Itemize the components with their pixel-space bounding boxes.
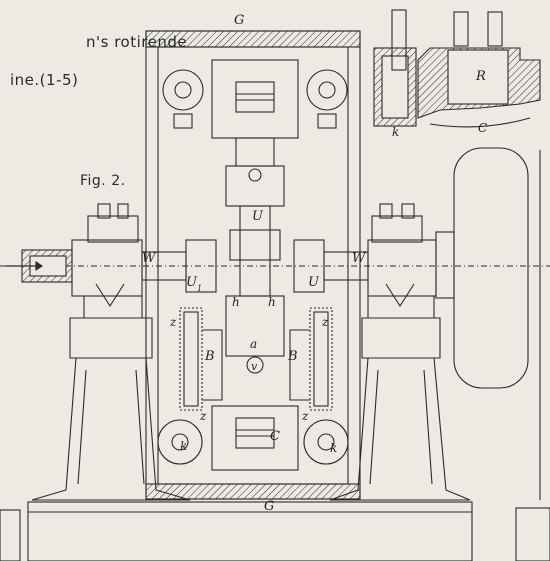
label-z1-left: z <box>169 315 177 329</box>
right-bearing <box>367 203 435 318</box>
label-g-top: G <box>234 13 244 28</box>
label-u1-left: U <box>186 275 198 290</box>
top-crosshead <box>162 59 348 167</box>
section-detail <box>373 9 541 128</box>
label-v: v <box>251 360 258 373</box>
flywheel <box>453 147 541 500</box>
label-w-left: W <box>142 251 157 266</box>
label-c-bottom: C <box>270 429 280 444</box>
label-k-right: k <box>330 441 337 455</box>
main-shaft <box>0 231 550 299</box>
gears <box>179 307 333 411</box>
label-u: U <box>252 209 264 224</box>
part-labels: G G R C k U W W U U h h z z B B a v z z … <box>142 13 487 514</box>
left-bearing <box>83 203 143 318</box>
bottom-crosshead <box>157 405 349 471</box>
label-z-right: z <box>301 409 309 423</box>
label-g-bottom: G <box>264 499 274 514</box>
label-w-right: W <box>352 251 367 266</box>
label-a: a <box>250 337 257 351</box>
central-frame <box>145 30 361 500</box>
label-z-left: z <box>199 409 207 423</box>
label-k-top: k <box>392 125 399 139</box>
figure-label: Fig. 2. <box>80 173 126 189</box>
right-pedestal <box>329 317 471 501</box>
label-h-left: h <box>232 295 240 309</box>
label-r: R <box>475 69 486 84</box>
base-plate <box>0 501 550 561</box>
label-b-left: B <box>204 349 215 364</box>
label-c-top: C <box>478 121 487 135</box>
label-k-left: k <box>180 439 187 453</box>
caption-line-2: ine.(1-5) <box>10 71 79 89</box>
label-subscript-1: 1 <box>197 284 202 293</box>
label-u1-right: U <box>308 275 320 290</box>
left-pedestal <box>31 317 191 501</box>
label-b-right: B <box>287 349 298 364</box>
label-h-right: h <box>268 295 276 309</box>
label-z1-right: z <box>321 315 329 329</box>
connecting-rod <box>225 165 285 374</box>
